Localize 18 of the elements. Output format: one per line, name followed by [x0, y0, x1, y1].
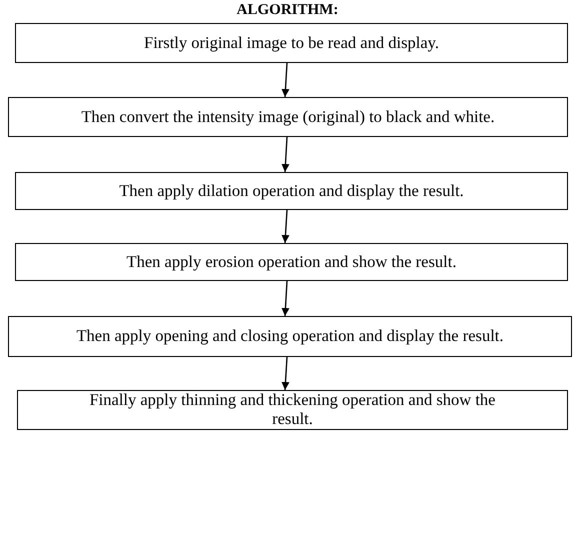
process-box: [8, 316, 572, 357]
step-text: Then convert the intensity image (original) to black and white.: [81, 108, 495, 126]
step-text: Firstly original image to be read and display.: [144, 34, 439, 52]
process-box: [15, 243, 568, 281]
step-text: Finally apply thinning and thickening operation and show the result.: [88, 391, 496, 429]
process-box: [15, 172, 568, 210]
process-box: [17, 390, 568, 430]
title: ALGORITHM:: [236, 2, 340, 19]
process-box: [15, 23, 568, 63]
arrow: [281, 280, 290, 316]
arrow: [282, 210, 290, 244]
arrow: [282, 356, 290, 390]
arrow: [281, 62, 290, 98]
step-text: Then apply opening and closing operation and display the result.: [76, 327, 504, 346]
step-text: Then apply dilation operation and display the result.: [119, 182, 464, 200]
arrow: [281, 136, 290, 172]
process-box: [8, 97, 568, 137]
step-text: Then apply erosion operation and show the result.: [126, 252, 456, 272]
